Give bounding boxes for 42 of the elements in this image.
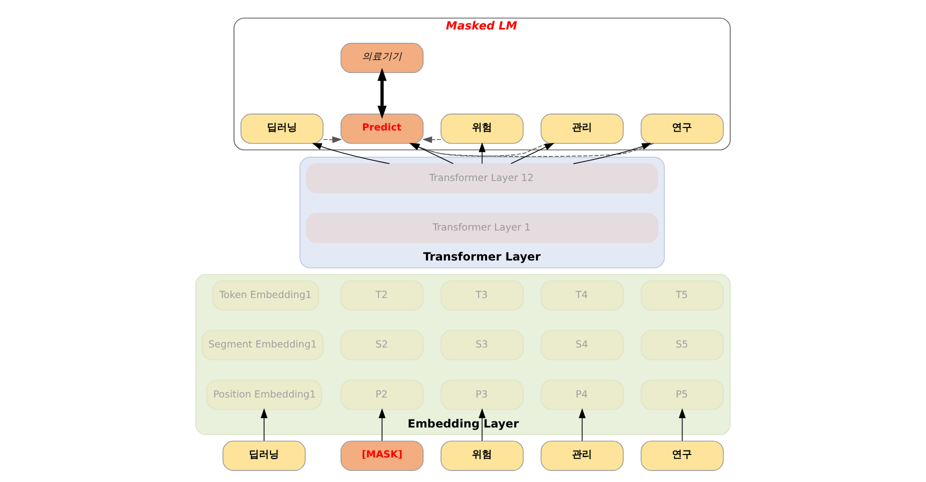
- arrow: [510, 142, 554, 164]
- node-box: [MASK]: [340, 440, 424, 471]
- node-box: 관리: [540, 114, 624, 144]
- arrow: [573, 143, 652, 164]
- arrow: [409, 142, 654, 157]
- arrow: [377, 68, 387, 119]
- arrow: [578, 408, 586, 442]
- node-box: 딥러닝: [222, 440, 306, 471]
- node-box: 연구: [640, 440, 724, 471]
- node-box: Segment Embedding1: [201, 330, 324, 360]
- node-box: S3: [440, 330, 524, 360]
- node-box: 의료기기: [340, 42, 424, 74]
- node-box: T3: [440, 280, 524, 311]
- node-box: T4: [540, 280, 624, 311]
- node-box: Transformer Layer 12: [306, 163, 658, 194]
- node-box: S5: [640, 330, 724, 360]
- arrow: [678, 408, 686, 442]
- arrow: [478, 142, 486, 164]
- node-box: P4: [540, 380, 624, 410]
- node-box: 관리: [540, 440, 624, 471]
- node-box: S4: [540, 330, 624, 360]
- arrow: [323, 136, 342, 144]
- node-box: S2: [340, 330, 424, 360]
- arrow: [422, 136, 442, 144]
- arrow: [378, 408, 386, 442]
- node-box: P2: [340, 380, 424, 410]
- node-box: 위험: [440, 440, 524, 471]
- node-box: Predict: [340, 114, 424, 144]
- node-box: 연구: [640, 114, 724, 144]
- node-box: P3: [440, 380, 524, 410]
- node-box: Position Embedding1: [206, 380, 322, 410]
- node-box: 딥러닝: [240, 114, 324, 144]
- arrow: [409, 142, 548, 157]
- arrow: [478, 408, 486, 442]
- arrow: [260, 408, 268, 442]
- node-box: T5: [640, 280, 724, 311]
- node-box: Token Embedding1: [212, 280, 319, 311]
- node-box: P5: [640, 380, 724, 410]
- node-box: 위험: [440, 114, 524, 144]
- arrow: [410, 142, 454, 164]
- node-box: T2: [340, 280, 424, 311]
- arrow: [312, 143, 390, 164]
